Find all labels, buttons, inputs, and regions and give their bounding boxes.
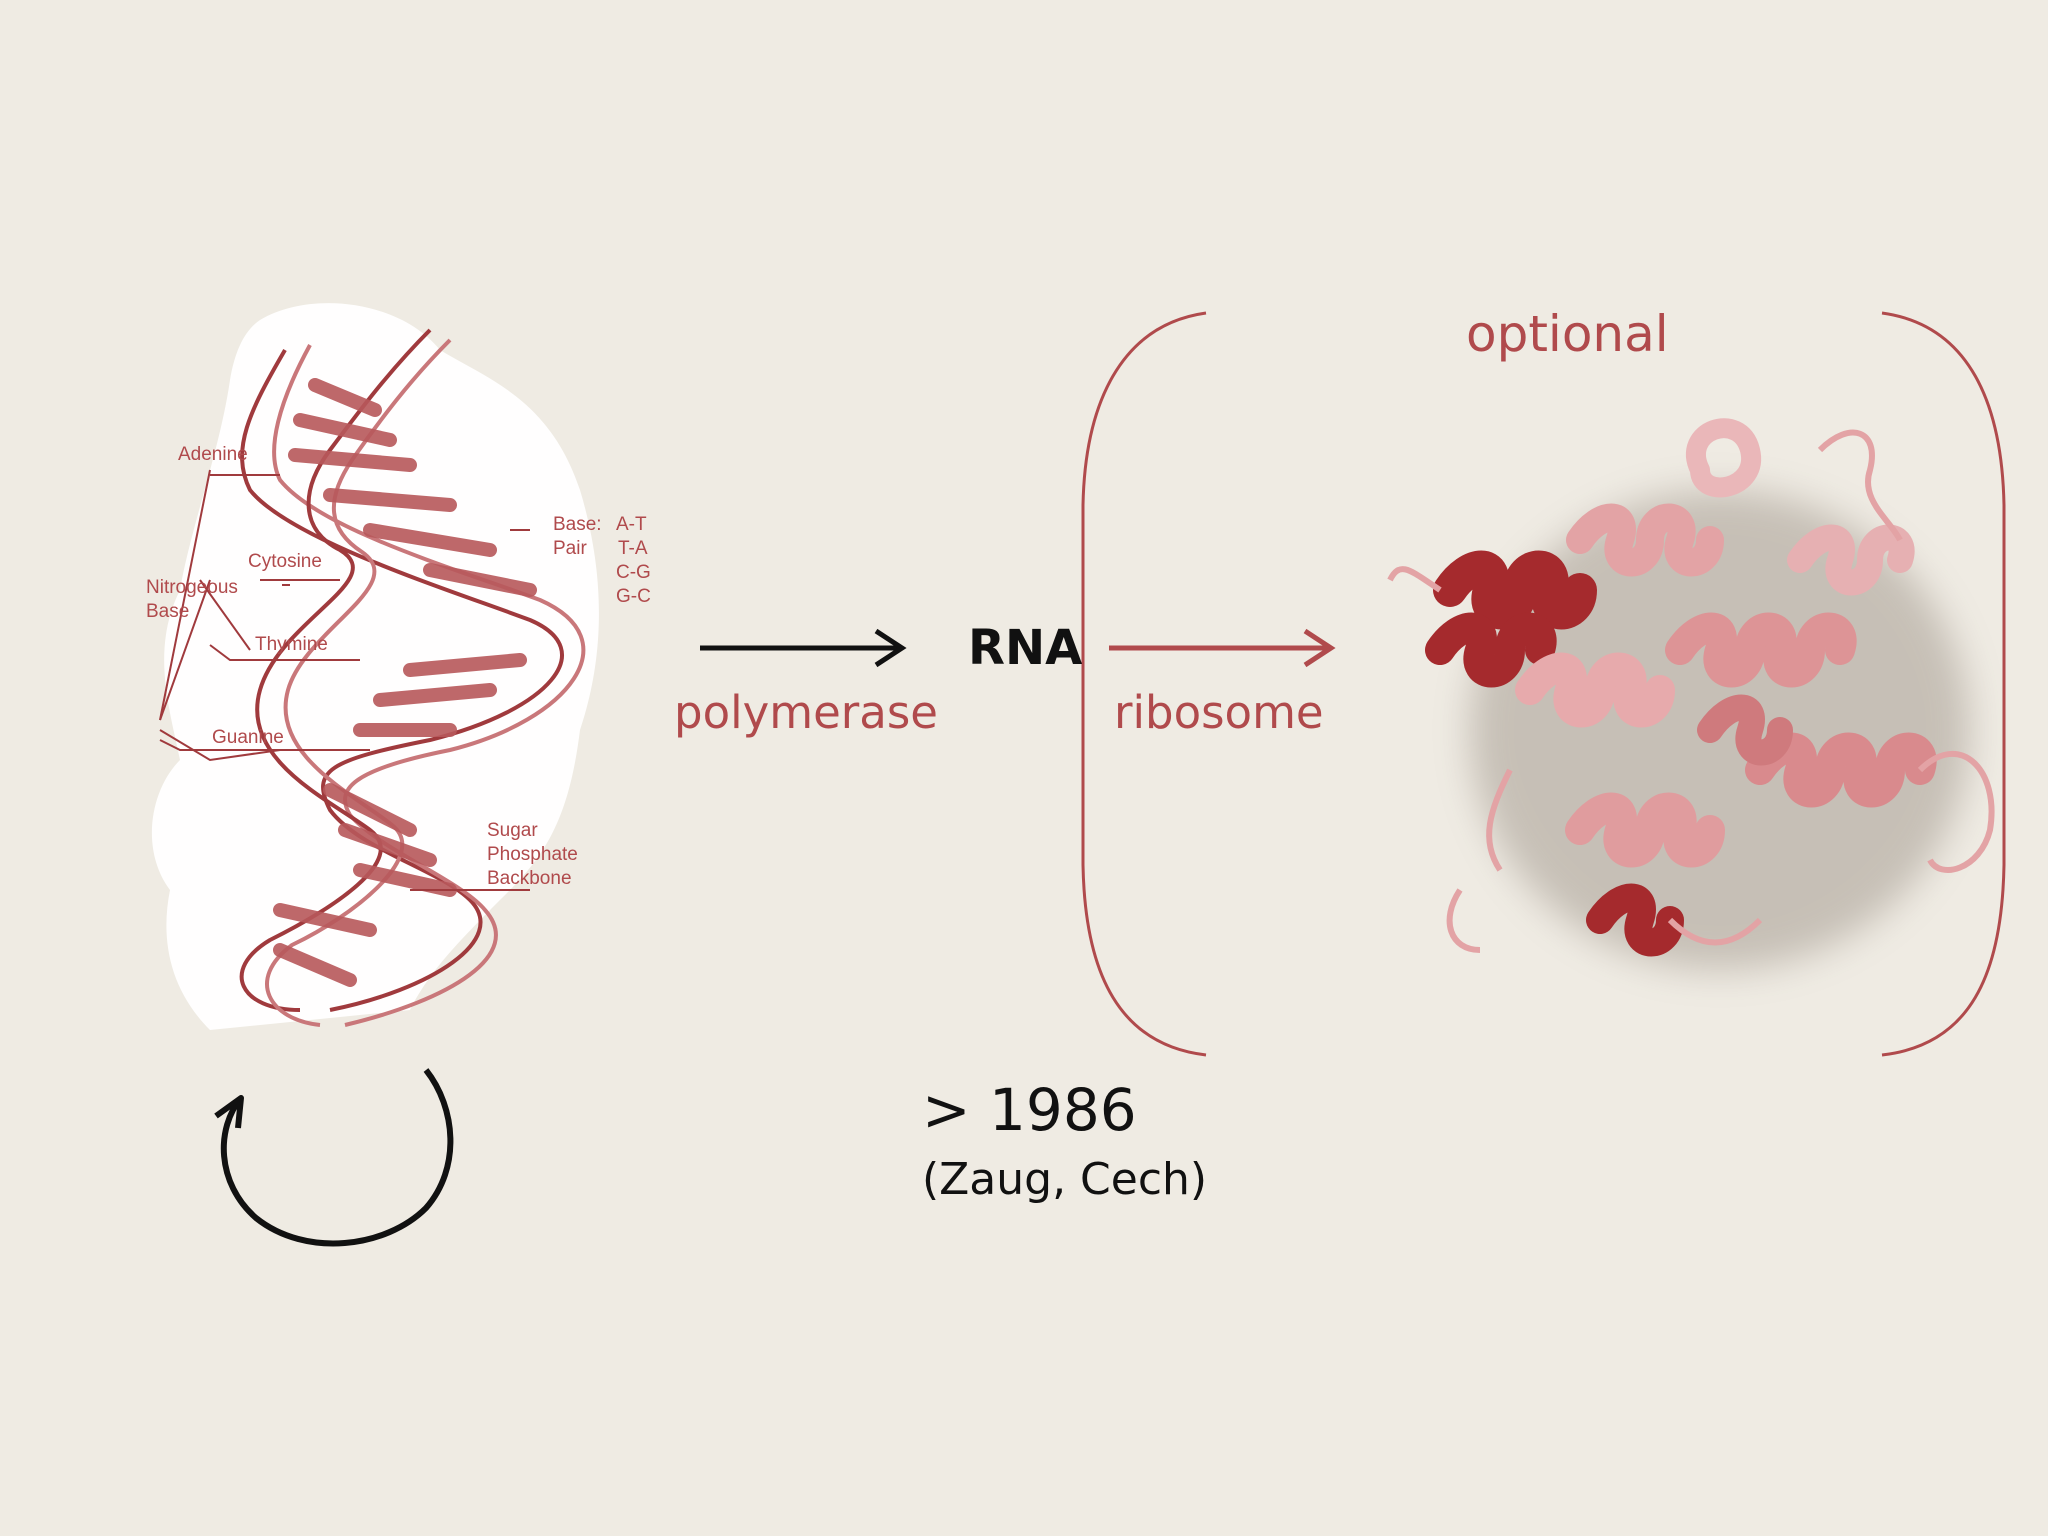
dna-label-adenine: Adenine [178, 444, 248, 465]
dna-pair-at: A-T [616, 514, 647, 535]
replication-cycle-icon [214, 1068, 454, 1247]
dna-pair-cg: C-G [616, 562, 651, 583]
citation-label: (Zaug, Cech) [922, 1154, 1208, 1205]
protein-ribbon-icon [1387, 418, 1995, 970]
year-label: > 1986 [922, 1076, 1137, 1144]
dna-label-cytosine: Cytosine [248, 551, 322, 572]
polymerase-label: polymerase [674, 686, 938, 739]
ribosome-arrow [1109, 628, 1336, 668]
polymerase-arrow [700, 628, 907, 668]
dna-helix-icon: Adenine Cytosine Nitrogeous Base Thymine… [146, 303, 651, 1030]
optional-label: optional [1466, 305, 1669, 363]
dna-pair-ta: T-A [618, 538, 648, 559]
dna-label-base: Base [146, 601, 189, 622]
dna-label-sugar: Sugar [487, 820, 538, 841]
rna-label: RNA [968, 620, 1083, 676]
dna-label-phosphate: Phosphate [487, 844, 578, 865]
dna-label-pair: Pair [553, 538, 587, 559]
dna-label-base-pair: Base: [553, 514, 602, 535]
dna-pair-gc: G-C [616, 586, 651, 607]
ribosome-label: ribosome [1114, 686, 1324, 739]
dna-label-nitrogeous: Nitrogeous [146, 577, 238, 598]
dna-label-backbone: Backbone [487, 868, 572, 889]
dna-label-guanine: Guanine [212, 727, 284, 748]
optional-bracket [1081, 311, 2006, 1057]
dna-label-thymine: Thymine [255, 634, 328, 655]
